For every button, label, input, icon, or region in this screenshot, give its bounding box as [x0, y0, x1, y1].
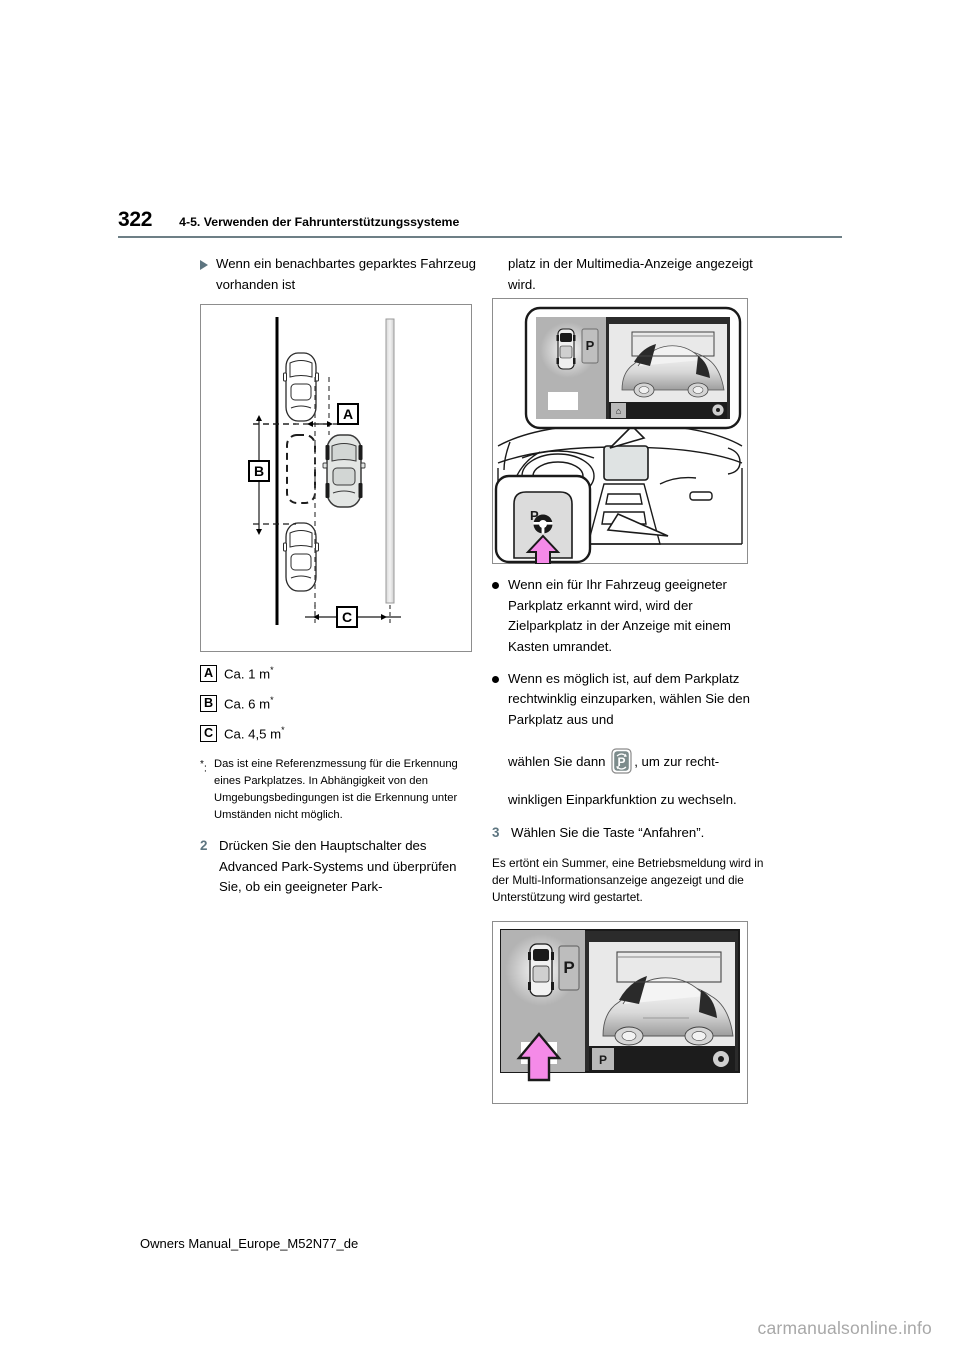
legend-value-b: Ca. 6 m*: [224, 694, 274, 712]
step-3-number: 3: [492, 824, 500, 840]
dot-bullet-icon: [492, 675, 499, 683]
step-3-body: Es ertönt ein Summer, eine Betriebsmeldu…: [492, 855, 764, 905]
legend-label-c: C: [200, 725, 217, 743]
footnote-ref-a: *: [270, 664, 274, 675]
bullet-text-1: Wenn ein für Ihr Fahrzeug geeigneter Par…: [508, 577, 731, 654]
highlight-box-top: [548, 392, 578, 411]
perpendicular-park-icon: P: [611, 748, 632, 774]
step-2: 2 Drücken Sie den Hauptschalter des Adva…: [200, 836, 478, 898]
svg-text:P: P: [586, 338, 595, 353]
target-parking-slot: [286, 434, 316, 505]
right-column: platz in der Multimedia-Anzeige angezeig…: [492, 250, 770, 1104]
parked-car-front: [283, 352, 319, 422]
parking-dimension-figure: A B C: [200, 304, 472, 653]
settings-gear-icon-bottom: [713, 1050, 729, 1067]
svg-text:P: P: [563, 958, 574, 977]
selected-slot-figure: P P: [492, 920, 748, 1104]
up-arrow-highlight: [525, 534, 561, 565]
icon-sentence-after: , um zur recht-: [634, 754, 720, 770]
step-3: 3 Wählen Sie die Taste “Anfahren”.: [492, 823, 770, 844]
section-title: 4-5. Verwenden der Fahrunterstützungssys…: [179, 214, 460, 229]
legend-row-a: A Ca. 1 m*: [200, 664, 478, 683]
icon-sentence: wählen Sie dann P , um zur recht-: [508, 748, 770, 774]
park-assist-icon-bottom: P: [592, 1047, 614, 1070]
legend-value-c: Ca. 4,5 m*: [224, 724, 285, 742]
dashboard-figure: P: [492, 298, 748, 565]
label-b-box: B: [248, 460, 270, 483]
parking-slot-marker-bottom: P: [558, 945, 580, 991]
legend-row-b: B Ca. 6 m*: [200, 694, 478, 713]
footnote-ref-b: *: [270, 694, 274, 705]
dashboard-screen: [603, 445, 649, 481]
header-divider: [118, 236, 842, 238]
svg-text:A: A: [343, 406, 353, 422]
camera-view-car: [621, 331, 725, 398]
step-2-number: 2: [200, 838, 208, 854]
footnote-ref-c: *: [281, 724, 285, 735]
footnote-marker: *:: [200, 759, 208, 775]
footnote-block: *: Das ist eine Referenzmessung für die …: [200, 756, 478, 824]
label-a-box: A: [337, 403, 359, 426]
legend-label-b: B: [200, 695, 217, 713]
parked-car-rear: [283, 522, 319, 592]
parking-dimension-diagram: A B C: [248, 317, 401, 629]
bullet-item-2: Wenn es möglich ist, auf dem Parkplatz r…: [492, 669, 770, 731]
park-assist-icon-top: ⌂: [611, 403, 626, 419]
site-watermark: carmanualsonline.info: [757, 1318, 932, 1338]
icon-sentence-continuation: winkligen Einparkfunktion zu wechseln.: [508, 792, 737, 808]
svg-text:P: P: [599, 1053, 607, 1067]
advanced-park-switch-callout: P: [494, 474, 669, 565]
steering-wheel-icon: [533, 514, 553, 534]
settings-gear-icon-top: [712, 404, 724, 416]
step-2-text: Drücken Sie den Hauptschalter des Advanc…: [219, 838, 457, 895]
triangle-bullet-icon: [200, 260, 208, 270]
multimedia-display-callout: P: [524, 306, 742, 430]
callout-leader-switch: [606, 513, 669, 537]
left-column: Wenn ein benachbartes geparktes Fahrzeug…: [200, 250, 478, 898]
arrow-heading: Wenn ein benachbartes geparktes Fahrzeug…: [200, 254, 478, 295]
step-3-text: Wählen Sie die Taste “Anfahren”.: [511, 824, 705, 840]
svg-text:⌂: ⌂: [616, 406, 621, 416]
legend-row-c: C Ca. 4,5 m*: [200, 724, 478, 743]
document-id-footer: Owners Manual_Europe_M52N77_de: [140, 1236, 359, 1251]
page-number: 322: [118, 208, 153, 231]
selected-slot-illustration: P P: [500, 928, 740, 1081]
legend-label-a: A: [200, 665, 217, 683]
continuation-text: platz in der Multimedia-Anzeige angezeig…: [508, 256, 753, 292]
dashboard-illustration: P: [492, 298, 748, 565]
topview-ego-car: [556, 328, 576, 370]
label-c-box: C: [336, 606, 358, 629]
topview-ego-car-bottom: [528, 943, 554, 997]
footnote-text: Das ist eine Referenzmessung für die Erk…: [214, 758, 458, 822]
legend-value-a: Ca. 1 m*: [224, 664, 274, 682]
ego-vehicle: [322, 434, 366, 508]
icon-sentence-before: wählen Sie dann: [508, 754, 606, 770]
up-arrow-highlight-bottom: [516, 1031, 562, 1081]
page-header: 322 4-5. Verwenden der Fahrunterstützung…: [118, 196, 842, 230]
bullet-item-1: Wenn ein für Ihr Fahrzeug geeigneter Par…: [492, 575, 770, 657]
bullet-text-2: Wenn es möglich ist, auf dem Parkplatz r…: [508, 670, 750, 727]
parking-slot-marker-top: P: [581, 328, 599, 364]
dot-bullet-icon: [492, 582, 499, 590]
callout-leader-display: [609, 425, 646, 449]
arrow-heading-text: Wenn ein benachbartes geparktes Fahrzeug…: [216, 256, 477, 292]
camera-view-car-bottom: [602, 951, 734, 1046]
svg-text:B: B: [254, 463, 264, 479]
svg-text:P: P: [618, 755, 626, 769]
svg-text:C: C: [342, 609, 352, 625]
switch-p-label: P: [530, 508, 539, 523]
